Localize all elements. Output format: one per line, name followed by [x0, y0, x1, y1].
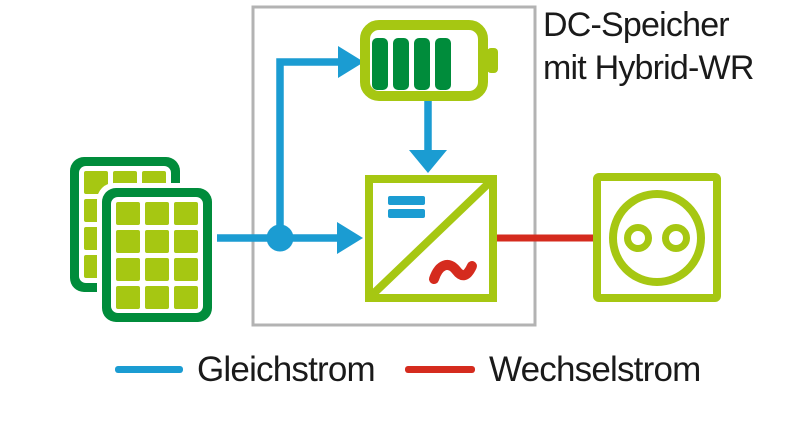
diagram-title: DC-Speicher mit Hybrid-WR [543, 4, 754, 90]
legend-ac-label: Wechselstrom [489, 350, 701, 389]
title-line-2: mit Hybrid-WR [543, 49, 754, 87]
equals-dc-symbol-icon [388, 196, 425, 218]
dc-arrowhead-into-battery-icon [338, 46, 364, 78]
tilde-ac-symbol-icon [429, 260, 477, 284]
dc-arrowhead-down-into-inverter-icon [409, 150, 447, 173]
dc-line-junction-to-battery [276, 58, 340, 238]
inverter-diagonal [368, 178, 494, 299]
title-line-1: DC-Speicher [543, 6, 730, 44]
dc-junction-dot [266, 224, 294, 252]
dc-connectors [206, 46, 447, 254]
panel-front-cells [116, 202, 198, 309]
legend-dc-line-swatch [115, 366, 183, 373]
panel-front-face [111, 197, 203, 313]
battery-terminal-nub [487, 48, 498, 73]
socket-hole-right [662, 224, 690, 252]
power-socket-icon [593, 173, 721, 302]
dc-arrowhead-into-inverter-icon [337, 222, 363, 254]
battery-icon [360, 20, 498, 101]
solar-panel-front [97, 183, 217, 327]
legend-ac-line-swatch [405, 366, 475, 373]
storage-system-boundary-box [251, 5, 537, 327]
battery-charge-bars [372, 38, 451, 90]
solar-panels-icon [70, 157, 217, 327]
dc-ac-inverter-icon [365, 175, 497, 302]
legend-dc-label: Gleichstrom [197, 350, 376, 389]
socket-well [609, 190, 705, 286]
socket-hole-left [624, 224, 652, 252]
